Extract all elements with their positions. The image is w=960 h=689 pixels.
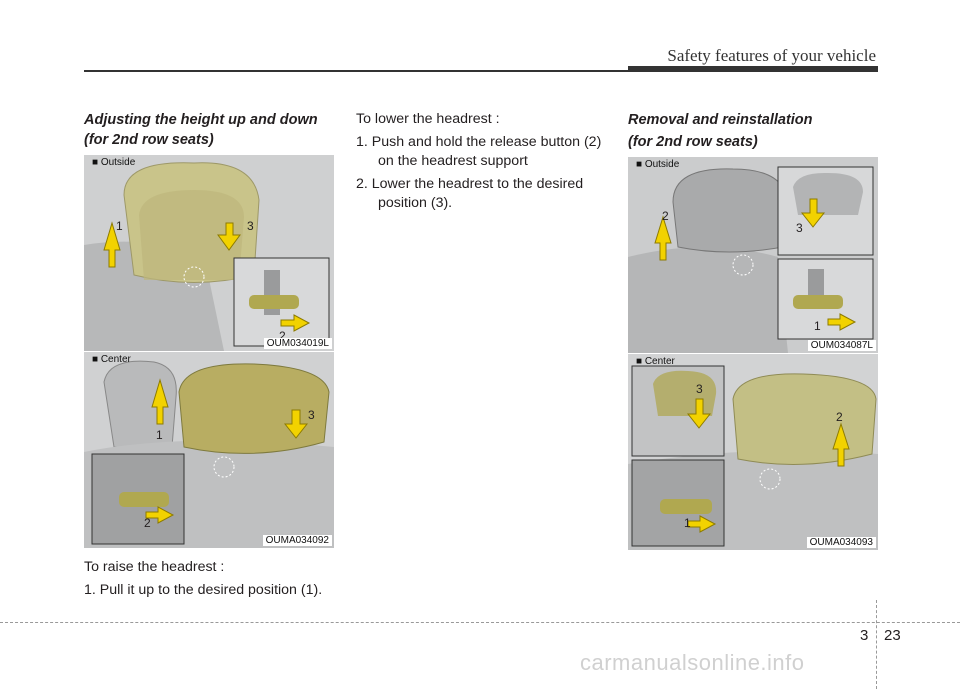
figure-center-adjust: ■ Center 1 2 3 OUMA034092 bbox=[84, 352, 334, 548]
section-title-adjust: Adjusting the height up and down bbox=[84, 112, 318, 128]
column-adjust-height: Adjusting the height up and down (for 2n… bbox=[84, 110, 334, 150]
column-removal: Removal and reinstallation (for 2nd row … bbox=[628, 110, 878, 152]
column-lower: To lower the headrest : 1. Push and hold… bbox=[356, 110, 608, 213]
figure-center-removal: ■ Center 1 2 3 OUMA034093 bbox=[628, 354, 878, 550]
callout-1: 1 bbox=[684, 516, 691, 530]
raise-instructions: To raise the headrest : 1. Pull it up to… bbox=[84, 558, 334, 600]
footer-dash-line bbox=[0, 622, 960, 623]
section-subtitle-adjust: (for 2nd row seats) bbox=[84, 132, 214, 148]
figure-outside-adjust: ■ Outside 1 2 3 OUM034019L bbox=[84, 155, 334, 351]
raise-intro: To raise the headrest : bbox=[84, 559, 225, 575]
figure-label: ■ Center bbox=[92, 354, 131, 365]
running-header: Safety features of your vehicle bbox=[667, 46, 876, 65]
lower-step-1: 1. Push and hold the release button (2) … bbox=[356, 134, 602, 169]
callout-3: 3 bbox=[247, 219, 254, 233]
figure-code: OUM034019L bbox=[263, 338, 332, 349]
section-title-removal: Removal and reinstallation bbox=[628, 112, 813, 128]
figure-label: ■ Center bbox=[636, 356, 675, 367]
callout-2: 2 bbox=[836, 410, 843, 424]
figure-label: ■ Outside bbox=[636, 159, 680, 170]
page-number: 23 bbox=[884, 627, 901, 644]
figure-outside-removal: ■ Outside 1 2 3 OUM034087L bbox=[628, 157, 878, 353]
lower-intro: To lower the headrest : bbox=[356, 111, 500, 127]
callout-2: 2 bbox=[279, 329, 286, 343]
header-rule bbox=[84, 70, 878, 72]
raise-step-1: 1. Pull it up to the desired position (1… bbox=[84, 582, 323, 598]
callout-1: 1 bbox=[116, 219, 123, 233]
callout-2: 2 bbox=[144, 516, 151, 530]
section-subtitle-removal: (for 2nd row seats) bbox=[628, 134, 758, 150]
figure-code: OUM034087L bbox=[807, 340, 876, 351]
figure-code: OUMA034093 bbox=[806, 537, 876, 548]
lower-step-2: 2. Lower the headrest to the desired pos… bbox=[356, 176, 584, 211]
watermark: carmanualsonline.info bbox=[580, 650, 805, 675]
footer-dash-divider bbox=[876, 600, 877, 689]
header-rule-accent bbox=[628, 66, 878, 72]
callout-2: 2 bbox=[662, 209, 669, 223]
callout-3: 3 bbox=[308, 408, 315, 422]
chapter-number: 3 bbox=[860, 627, 869, 644]
callout-3: 3 bbox=[796, 221, 803, 235]
callout-1: 1 bbox=[156, 428, 163, 442]
callout-1: 1 bbox=[814, 319, 821, 333]
figure-label: ■ Outside bbox=[92, 157, 136, 168]
callout-3: 3 bbox=[696, 382, 703, 396]
figure-code: OUMA034092 bbox=[262, 535, 332, 546]
